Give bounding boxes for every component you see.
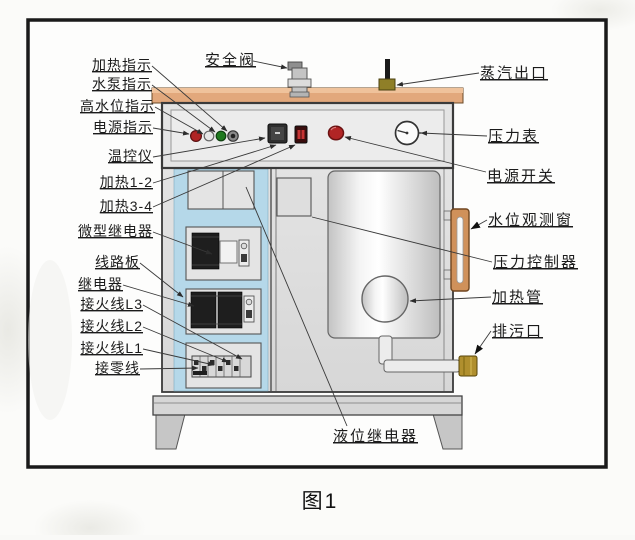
label-pressure-gauge: 压力表 <box>488 128 539 145</box>
callout-labels: 加热指示 水泵指示 高水位指示 电源指示 温控仪 加热1-2 加热3-4 微型继… <box>78 51 578 445</box>
label-live-wire-l1: 接火线L1 <box>80 340 143 356</box>
label-circuit-board: 线路板 <box>95 254 140 270</box>
label-temperature-controller: 温控仪 <box>108 148 153 164</box>
leader-pump-indicator <box>151 84 216 133</box>
water-level-window <box>443 208 470 292</box>
indicator-light-heating-center <box>230 133 236 139</box>
label-relay: 继电器 <box>78 276 123 292</box>
terminal-block-compartment <box>185 342 262 389</box>
label-water-level-window: 水位观测窗 <box>488 211 573 229</box>
leader-safety-valve <box>252 60 288 70</box>
label-pump-indicator: 水泵指示 <box>92 76 152 92</box>
relay-label-plate <box>219 240 238 264</box>
base-plinth <box>152 395 463 416</box>
drain-pipe <box>378 335 478 377</box>
indicator-light-pump <box>215 130 227 142</box>
leader-temperature-controller <box>152 136 266 158</box>
steam-generator <box>151 59 478 450</box>
micro-relay-block <box>191 232 220 270</box>
leader-water-level-window <box>470 219 488 230</box>
pressure-controller-box <box>276 177 312 217</box>
relay-block-2 <box>217 291 243 329</box>
leader-circuit-board <box>139 262 184 298</box>
leader-live-wire-l1 <box>142 348 215 367</box>
safety-valve <box>287 61 312 98</box>
relay-block-1 <box>190 291 217 329</box>
figure-caption: 图1 <box>302 490 339 513</box>
leader-lines <box>122 60 493 427</box>
label-live-wire-l2: 接火线L2 <box>80 318 143 334</box>
control-panel <box>160 101 455 170</box>
scan-smudge <box>28 260 72 420</box>
leader-high-water-indicator <box>154 106 204 135</box>
micro-relay-compartment <box>185 226 262 281</box>
leader-live-wire-l2 <box>142 326 229 363</box>
leader-heating-1-2 <box>152 144 277 184</box>
leader-live-wire-l3 <box>142 304 243 360</box>
liquid-level-relay-box <box>187 170 255 210</box>
leader-pressure-gauge <box>420 130 488 137</box>
label-heating-1-2: 加热1-2 <box>100 174 153 190</box>
pressure-gauge-dial <box>394 120 422 146</box>
label-heating-tube: 加热管 <box>492 289 543 306</box>
relay-compartment <box>185 288 262 335</box>
breaker-small <box>238 239 250 267</box>
label-neutral-wire: 接零线 <box>95 360 140 376</box>
label-live-wire-l3: 接火线L3 <box>80 296 143 312</box>
label-heating-3-4: 加热3-4 <box>100 198 153 214</box>
label-high-water-indicator: 高水位指示 <box>80 98 155 114</box>
leader-steam-outlet <box>396 72 480 87</box>
leader-heating-indicator <box>151 65 228 132</box>
label-safety-valve: 安全阀 <box>205 51 256 69</box>
drain-valve-fitting <box>458 355 478 377</box>
leader-neutral-wire <box>139 365 199 371</box>
breaker-small-2 <box>243 295 255 323</box>
leader-relay <box>122 284 195 307</box>
leader-power-switch <box>344 136 487 173</box>
label-liquid-level-relay: 液位继电器 <box>333 428 418 445</box>
power-switch-button <box>327 125 345 141</box>
label-drain-outlet: 排污口 <box>492 323 543 340</box>
leader-heating-3-4 <box>152 144 296 208</box>
leader-drain-outlet <box>474 330 492 355</box>
leader-heating-tube <box>409 296 492 304</box>
leader-micro-relay <box>152 231 213 255</box>
indicator-light-high-water <box>203 130 215 142</box>
label-pressure-controller: 压力控制器 <box>493 254 578 271</box>
label-heating-indicator: 加热指示 <box>92 57 152 73</box>
heating-tube-flange <box>361 275 409 323</box>
label-micro-relay: 微型继电器 <box>78 223 153 239</box>
label-power-indicator: 电源指示 <box>93 119 153 135</box>
steam-outlet-fitting <box>378 59 396 91</box>
leader-pressure-controller <box>311 216 493 263</box>
label-steam-outlet: 蒸汽出口 <box>480 65 548 82</box>
label-power-switch: 电源开关 <box>487 168 555 185</box>
leader-liquid-level-relay <box>245 186 348 427</box>
leader-power-indicator <box>152 127 190 136</box>
heating-display <box>294 125 308 144</box>
